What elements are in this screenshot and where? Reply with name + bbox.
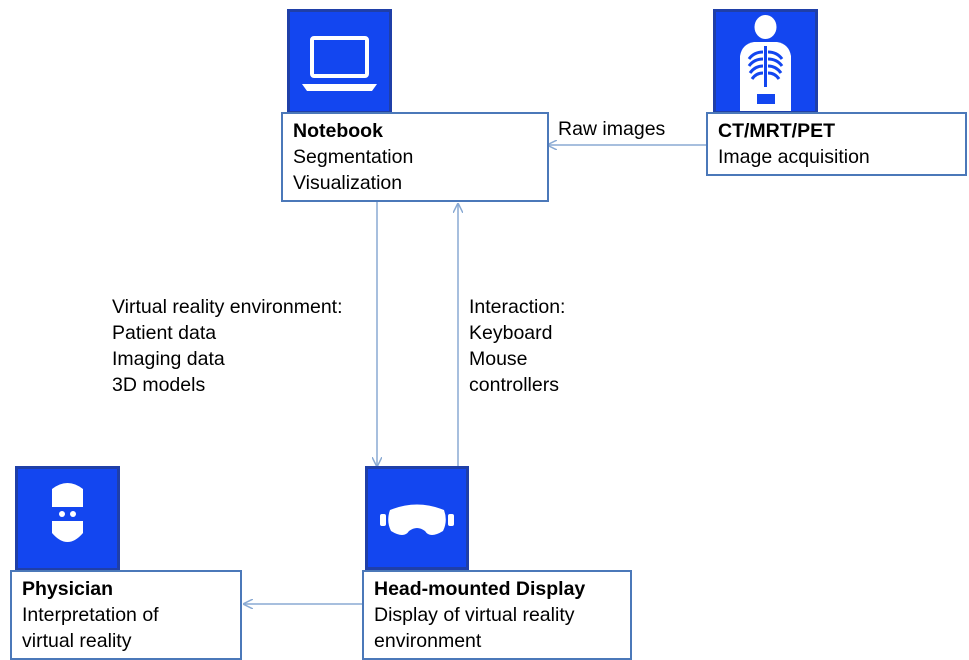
edge-label-title: Virtual reality environment: xyxy=(112,296,343,318)
node-physician-title: Physician xyxy=(22,578,114,600)
node-hmd-title: Head-mounted Display xyxy=(374,578,586,600)
node-ct-line: Image acquisition xyxy=(718,146,870,168)
node-physician-line: virtual reality xyxy=(22,630,132,652)
node-physician-line: Interpretation of xyxy=(22,604,159,626)
node-hmd-line: environment xyxy=(374,630,482,652)
node-notebook-title: Notebook xyxy=(293,120,383,142)
xray-icon xyxy=(713,9,818,114)
node-notebook-line: Segmentation xyxy=(293,146,414,168)
node-hmd: Head-mounted Display Display of virtual … xyxy=(362,570,632,660)
physician-icon xyxy=(15,466,120,571)
laptop-icon xyxy=(287,9,392,114)
edge-label-item: 3D models xyxy=(112,374,206,396)
edge-label-raw-images: Raw images xyxy=(558,118,666,140)
edge-label-interaction: Interaction: Keyboard Mouse controllers xyxy=(469,294,565,398)
edge-label-vr-environment: Virtual reality environment: Patient dat… xyxy=(112,294,343,398)
edge-label-item: Imaging data xyxy=(112,348,225,370)
node-hmd-line: Display of virtual reality xyxy=(374,604,575,626)
node-notebook-line: Visualization xyxy=(293,172,403,194)
node-notebook: Notebook Segmentation Visualization xyxy=(281,112,549,202)
node-ct-title: CT/MRT/PET xyxy=(718,120,835,142)
edge-label-item: Mouse xyxy=(469,348,528,370)
edge-label-item: Patient data xyxy=(112,322,217,344)
edge-label-item: controllers xyxy=(469,374,559,396)
vr-headset-icon xyxy=(365,466,469,570)
edge-label-item: Keyboard xyxy=(469,322,553,344)
node-physician: Physician Interpretation of virtual real… xyxy=(10,570,242,660)
edge-label-title: Interaction: xyxy=(469,296,566,318)
node-ct: CT/MRT/PET Image acquisition xyxy=(706,112,967,176)
